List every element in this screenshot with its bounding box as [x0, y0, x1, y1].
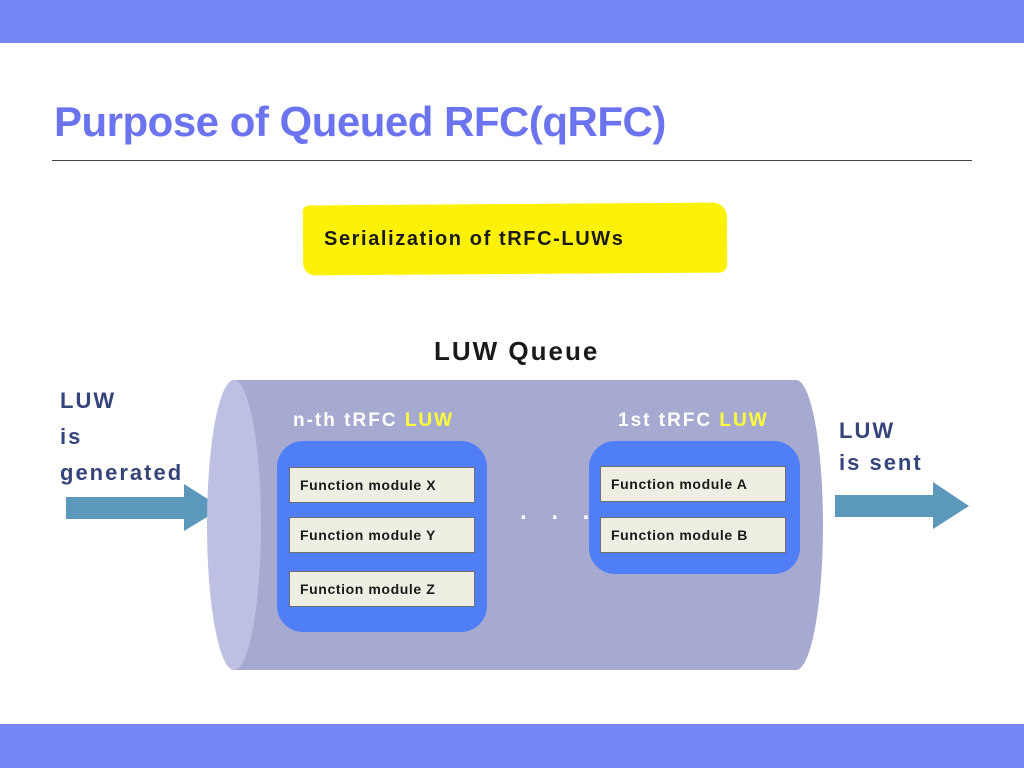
left-label: LUW is generated: [60, 383, 183, 491]
left-label-line-3: generated: [60, 460, 184, 485]
first-luw-heading-prefix: 1st tRFC: [618, 410, 720, 431]
nth-luw-box: Function module X Function module Y Func…: [277, 441, 487, 632]
nth-luw-heading: n-th tRFC LUW: [293, 410, 454, 432]
title-divider: [52, 160, 972, 161]
function-module-y: Function module Y: [289, 517, 475, 553]
left-label-line-1: LUW: [60, 388, 117, 413]
right-label-line-2: is sent: [839, 450, 923, 475]
left-label-line-2: is: [60, 424, 83, 449]
incoming-arrow: [66, 484, 222, 531]
outgoing-arrow: [835, 482, 969, 529]
nth-luw-heading-luw: LUW: [404, 410, 455, 431]
bottom-band: [0, 724, 1024, 768]
first-luw-box: Function module A Function module B: [589, 441, 800, 574]
first-luw-heading: 1st tRFC LUW: [618, 410, 769, 432]
function-module-x: Function module X: [289, 467, 475, 503]
first-luw-heading-luw: LUW: [719, 410, 769, 431]
nth-luw-heading-prefix: n-th tRFC: [293, 410, 405, 431]
queue-cylinder-left-end: [207, 380, 261, 670]
top-band: [0, 0, 1024, 43]
highlight-text: Serialization of tRFC-LUWs: [324, 228, 625, 250]
function-module-b: Function module B: [600, 517, 786, 553]
right-label-line-1: LUW: [839, 418, 896, 443]
function-module-z: Function module Z: [289, 571, 475, 607]
function-module-a: Function module A: [600, 466, 786, 502]
queue-title: LUW Queue: [434, 336, 600, 366]
right-label: LUW is sent: [839, 415, 923, 479]
ellipsis: . . .: [520, 498, 599, 525]
slide-title: Purpose of Queued RFC(qRFC): [54, 98, 666, 145]
